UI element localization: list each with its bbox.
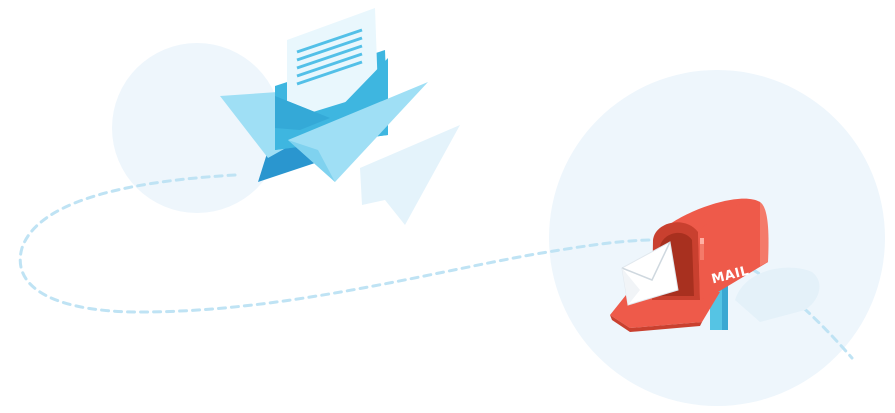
flag-icon — [700, 238, 704, 260]
mailbox-icon: MAIL — [610, 198, 769, 332]
ghost-arrow-shape — [360, 125, 460, 225]
mailbox-shadow — [735, 267, 820, 322]
letter-icon — [621, 241, 679, 306]
left-background-circle — [112, 43, 282, 213]
paper-plane-envelope-icon — [220, 8, 428, 182]
